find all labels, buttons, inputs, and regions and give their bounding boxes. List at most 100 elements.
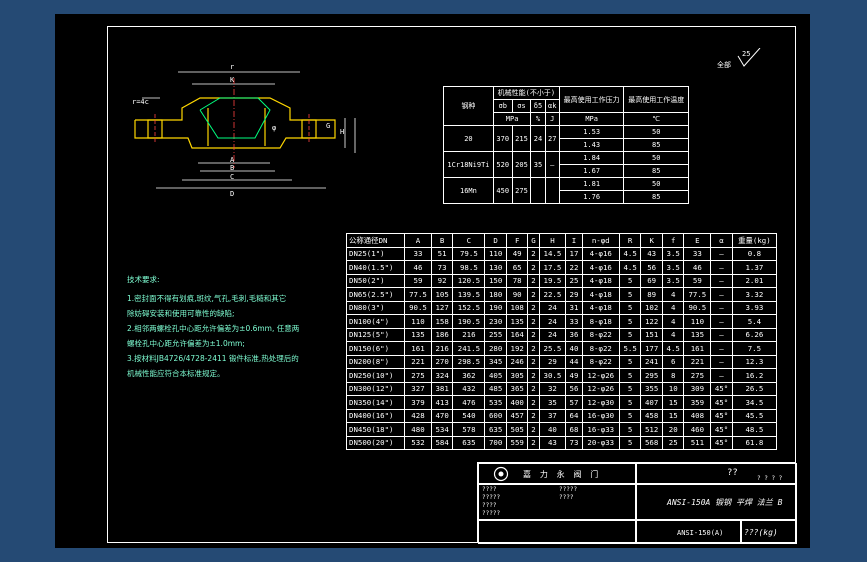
dim-cell: —: [710, 260, 733, 275]
dim-cell: DN400(16"): [345, 408, 406, 423]
dim-cell: 120.5: [452, 273, 486, 288]
dim-label-d: D: [230, 190, 234, 198]
mat-cell-pressure: 1.81: [558, 177, 625, 191]
dim-header-cell: 公称通径DN: [345, 233, 406, 248]
dim-cell: 270: [430, 354, 454, 369]
mat-cell-temp: 85: [623, 190, 689, 204]
mat-unit-temp: ℃: [623, 112, 689, 126]
dim-label-b: B: [230, 164, 234, 172]
mat-sub-ak: αk: [544, 99, 560, 113]
dim-label-c: C: [230, 173, 234, 181]
dim-cell: —: [710, 273, 733, 288]
row-mark-4: ?????: [482, 510, 501, 517]
dim-cell: 295: [640, 368, 663, 383]
dim-cell: 19.5: [538, 273, 567, 288]
dim-cell: 4-φ18: [581, 287, 620, 302]
dim-label-r: r: [230, 63, 234, 71]
dim-header-cell: K: [640, 233, 663, 248]
dim-cell: 700: [484, 435, 507, 450]
dim-cell: DN50(2"): [345, 273, 406, 288]
dim-cell: DN450(18"): [345, 422, 406, 437]
dim-cell: DN65(2.5"): [345, 287, 406, 302]
dim-cell: 362: [452, 368, 486, 383]
title-block-scale-cell: ?? ? ? ? ?: [636, 463, 797, 484]
dim-cell: 16-φ30: [581, 408, 620, 423]
dim-cell: 110: [683, 314, 712, 329]
dim-cell: 43: [538, 435, 567, 450]
dim-cell: 8-φ22: [581, 354, 620, 369]
dim-cell: 180: [484, 287, 507, 302]
mat-sub-sb: σb: [492, 99, 513, 113]
dim-cell: 22.5: [538, 287, 567, 302]
dim-cell: DN100(4"): [345, 314, 406, 329]
dim-cell: 16.2: [731, 368, 778, 383]
dim-cell: 5: [618, 314, 642, 329]
title-block-code-cell: ANSI-150(A): [636, 520, 741, 544]
dim-cell: 532: [404, 435, 432, 450]
dim-cell: DN500(20"): [345, 435, 406, 450]
mat-cell-ak: —: [544, 151, 560, 178]
dim-cell: 45.5: [731, 408, 778, 423]
dim-label-ra: r=4c: [132, 98, 149, 106]
dim-cell: DN125(5"): [345, 327, 406, 342]
dim-header-cell: A: [404, 233, 432, 248]
dim-cell: 61.8: [731, 435, 778, 450]
dim-cell: 2: [527, 395, 540, 410]
dim-cell: 5: [618, 273, 642, 288]
dim-cell: 2: [527, 314, 540, 329]
mat-cell-ss: 215: [511, 125, 532, 152]
dim-cell: 8-φ22: [581, 341, 620, 356]
dim-cell: 6.26: [731, 327, 778, 342]
dim-cell: 5: [618, 408, 642, 423]
dim-cell: 77.5: [683, 287, 712, 302]
mat-cell-d5: 24: [530, 125, 546, 152]
dim-cell: 135: [683, 327, 712, 342]
dim-cell: 2: [527, 354, 540, 369]
dim-cell: 305: [505, 368, 529, 383]
mat-unit-mpa: MPa: [492, 112, 532, 126]
dim-cell: 192: [505, 341, 529, 356]
dim-cell: DN40(1.5"): [345, 260, 406, 275]
dim-cell: 32: [538, 381, 567, 396]
dim-cell: 24: [538, 327, 567, 342]
dim-cell: 511: [683, 435, 712, 450]
dim-header-cell: H: [538, 233, 567, 248]
dim-cell: 408: [683, 408, 712, 423]
dim-cell: 57: [565, 395, 583, 410]
tech-note-1: 1.密封面不得有划痕,斑纹,气孔,毛刺,毛糙和其它: [127, 294, 287, 303]
dim-cell: 3.93: [731, 300, 778, 315]
dim-cell: 5: [618, 395, 642, 410]
dim-cell: 221: [404, 354, 432, 369]
dim-header-cell: F: [505, 233, 529, 248]
dim-header-cell: B: [430, 233, 454, 248]
dim-cell: 413: [430, 395, 454, 410]
dim-cell: 635: [484, 422, 507, 437]
dim-cell: 230: [484, 314, 507, 329]
dim-cell: 476: [452, 395, 486, 410]
dim-cell: 3.32: [731, 287, 778, 302]
drawing-code: ANSI-150(A): [677, 529, 724, 537]
dim-cell: 0.8: [731, 246, 778, 261]
dim-cell: 359: [683, 395, 712, 410]
dim-cell: 40: [538, 422, 567, 437]
dim-cell: 584: [430, 435, 454, 450]
dim-cell: 428: [404, 408, 432, 423]
dim-cell: 379: [404, 395, 432, 410]
dim-cell: —: [710, 354, 733, 369]
mat-cell-ak: [544, 177, 560, 204]
dim-cell: 108: [505, 300, 529, 315]
mat-header-temp: 最高使用工作温度: [623, 86, 689, 113]
dim-cell: 280: [484, 341, 507, 356]
dim-cell: 5: [618, 368, 642, 383]
mat-cell-ss: 205: [511, 151, 532, 178]
dim-label-g: G: [326, 122, 330, 130]
title-block-marks: ? ? ? ?: [757, 475, 783, 482]
dim-cell: —: [710, 341, 733, 356]
dim-cell: 4.5: [618, 246, 642, 261]
dim-cell: 457: [505, 408, 529, 423]
dim-cell: 485: [484, 381, 507, 396]
